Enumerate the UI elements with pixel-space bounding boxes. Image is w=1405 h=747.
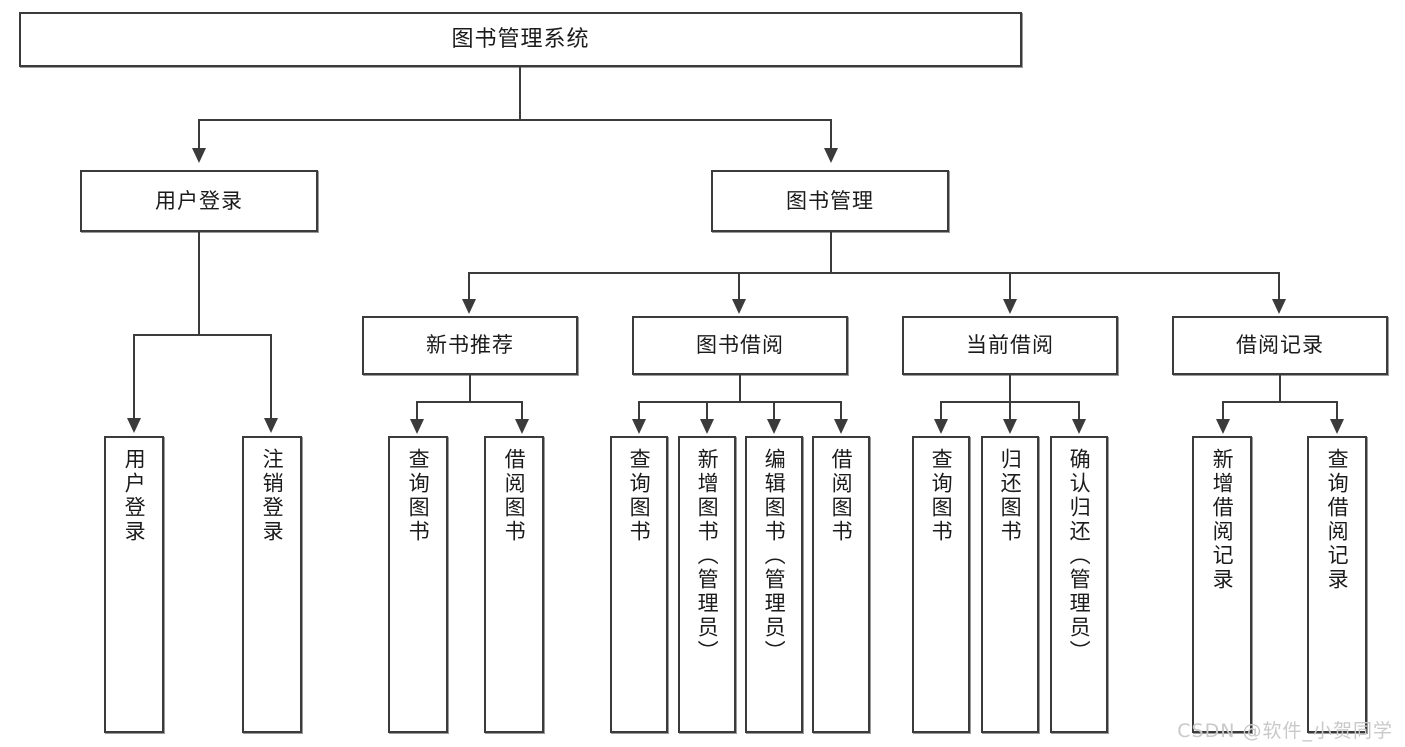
csdn-watermark: CSDN @软件_小贺同学 [1177,720,1393,742]
connector-book-manage-drop-3 [1009,272,1011,301]
arrowhead-icon [1072,419,1086,434]
node-leaf-borrow-book-1[interactable]: 借阅图书 [484,436,544,733]
node-leaf-query-book-1[interactable]: 查询图书 [388,436,448,733]
node-label: 用户登录 [155,188,243,213]
connector-book-manage-drop-1 [468,272,470,301]
node-leaf-borrow-book-2[interactable]: 借阅图书 [812,436,870,733]
arrowhead-icon [515,419,529,434]
node-root-system[interactable]: 图书管理系统 [19,12,1022,67]
node-leaf-query-book-3[interactable]: 查询图书 [912,436,970,733]
node-label: 图书借阅 [696,333,784,358]
connector-user-login-bus [133,334,272,336]
arrowhead-icon [1216,419,1230,434]
node-leaf-query-book-2[interactable]: 查询图书 [610,436,668,733]
arrowhead-icon [192,148,206,163]
connector-user-login-drop-2 [270,334,272,420]
node-label: 查询图书 [406,448,431,544]
connector-current-borrow-stem [1009,375,1011,403]
node-book-manage[interactable]: 图书管理 [711,170,949,232]
connector-book-manage-drop-2 [738,272,740,301]
arrowhead-icon [632,419,646,434]
arrowhead-icon [824,148,838,163]
node-label: 查询图书 [627,448,652,544]
node-leaf-logout[interactable]: 注销登录 [242,436,302,733]
node-label: 确认归还（管理员） [1067,448,1092,664]
connector-book-manage-drop-4 [1278,272,1280,301]
connector-borrow-record-bus [1222,401,1337,403]
connector-borrow-record-stem [1279,375,1281,403]
arrowhead-icon [934,419,948,434]
connector-book-borrow-drop-2 [706,401,708,421]
node-leaf-add-record[interactable]: 新增借阅记录 [1192,436,1252,733]
arrowhead-icon [732,299,746,314]
connector-book-borrow-drop-1 [638,401,640,421]
connector-book-borrow-bus [638,401,842,403]
node-label: 查询借阅记录 [1325,448,1350,592]
node-current-borrow[interactable]: 当前借阅 [902,316,1118,375]
arrowhead-icon [462,299,476,314]
connector-user-login-stem [198,232,200,336]
node-leaf-add-book[interactable]: 新增图书（管理员） [678,436,736,733]
connector-borrow-record-drop-1 [1222,401,1224,421]
arrowhead-icon [767,419,781,434]
connector-current-borrow-drop-1 [940,401,942,421]
node-book-borrow[interactable]: 图书借阅 [632,316,848,375]
connector-book-borrow-stem [739,375,741,403]
arrowhead-icon [834,419,848,434]
node-leaf-user-login[interactable]: 用户登录 [104,436,164,733]
connector-new-book-drop-1 [416,401,418,421]
connector-new-book-stem [469,375,471,403]
node-label: 查询图书 [929,448,954,544]
node-leaf-edit-book[interactable]: 编辑图书（管理员） [745,436,803,733]
connector-book-borrow-drop-3 [773,401,775,421]
connector-new-book-bus [416,401,523,403]
arrowhead-icon [1330,419,1344,434]
arrowhead-icon [127,418,141,433]
node-leaf-confirm-return[interactable]: 确认归还（管理员） [1050,436,1108,733]
node-leaf-query-record[interactable]: 查询借阅记录 [1307,436,1367,733]
node-label: 借阅记录 [1236,333,1324,358]
connector-borrow-record-drop-2 [1336,401,1338,421]
node-label: 注销登录 [260,448,285,544]
connector-root-stem [519,67,521,120]
node-label: 新增图书（管理员） [695,448,720,664]
connector-user-login-drop-1 [133,334,135,420]
node-label: 编辑图书（管理员） [762,448,787,664]
node-label: 图书管理系统 [451,26,590,52]
node-leaf-return-book[interactable]: 归还图书 [981,436,1039,733]
connector-current-borrow-drop-3 [1078,401,1080,421]
node-user-login[interactable]: 用户登录 [80,170,318,232]
node-new-book-recommend[interactable]: 新书推荐 [362,316,578,375]
node-borrow-record[interactable]: 借阅记录 [1172,316,1388,375]
arrowhead-icon [1003,419,1017,434]
connector-root-drop-2 [830,119,832,150]
connector-book-borrow-drop-4 [840,401,842,421]
connector-book-manage-bus [468,272,1280,274]
connector-new-book-drop-2 [521,401,523,421]
node-label: 当前借阅 [966,333,1054,358]
node-label: 借阅图书 [502,448,527,544]
connector-root-bus [198,119,832,121]
node-label: 图书管理 [786,188,874,213]
arrowhead-icon [700,419,714,434]
arrowhead-icon [1003,299,1017,314]
arrowhead-icon [1272,299,1286,314]
node-label: 归还图书 [998,448,1023,544]
connector-root-drop-1 [198,119,200,150]
arrowhead-icon [264,418,278,433]
node-label: 新书推荐 [426,333,514,358]
connector-current-borrow-drop-2 [1009,401,1011,421]
node-label: 新增借阅记录 [1210,448,1235,592]
connector-book-manage-stem [830,232,832,274]
node-label: 借阅图书 [829,448,854,544]
arrowhead-icon [410,419,424,434]
node-label: 用户登录 [122,448,147,544]
